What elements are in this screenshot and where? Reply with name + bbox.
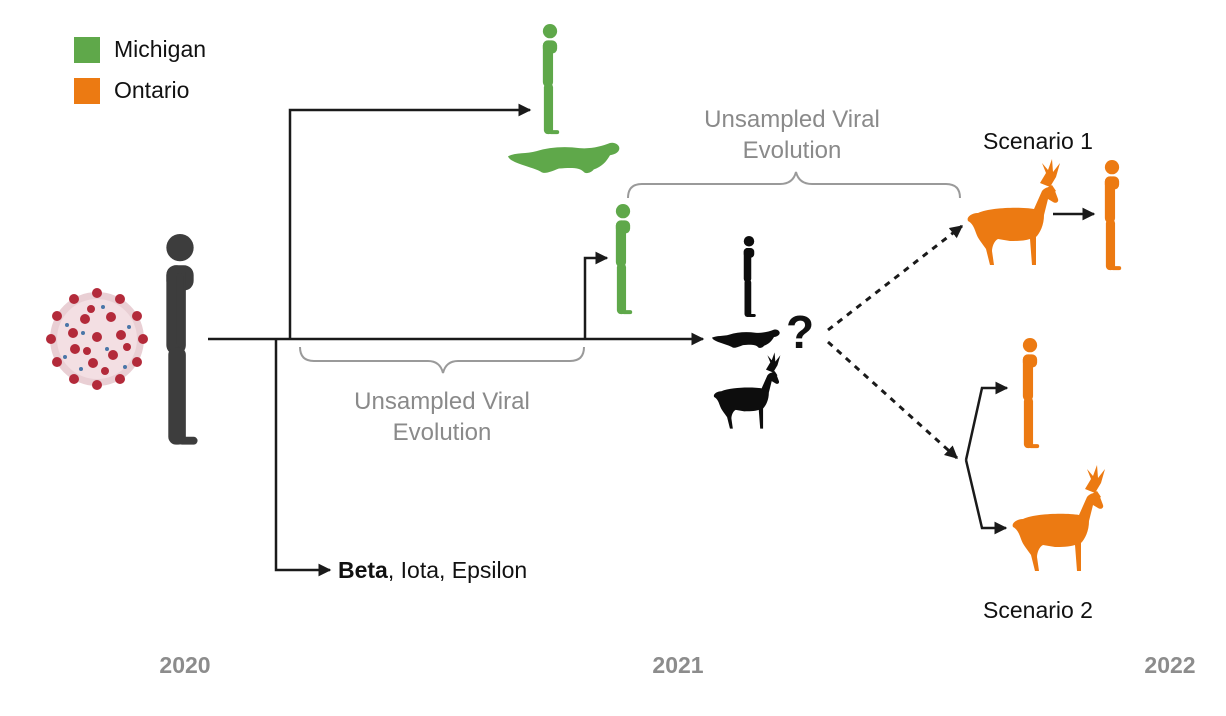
mink-icon — [712, 329, 780, 348]
legend-ontario: Ontario — [74, 77, 189, 104]
dashed-arrow-scenario-2 — [826, 340, 959, 460]
coronavirus-icon — [46, 288, 148, 390]
legend-swatch-michigan — [74, 36, 100, 63]
legend-michigan: Michigan — [74, 36, 206, 63]
bracket-bottom — [299, 346, 585, 374]
split-deer-arrow — [964, 459, 1008, 535]
variant-others: , Iota, Epsilon — [387, 557, 528, 583]
legend-swatch-ontario — [74, 77, 100, 104]
dashed-arrow-scenario-1 — [827, 224, 964, 332]
deer-icon — [967, 159, 1060, 265]
scenario-1-label: Scenario 1 — [983, 128, 1093, 154]
human-icon — [542, 24, 560, 135]
deer-icon — [1012, 465, 1105, 571]
year-2021: 2021 — [652, 652, 704, 678]
legend-label-ontario: Ontario — [114, 77, 190, 103]
question-mark: ? — [785, 306, 815, 358]
legend-label-michigan: Michigan — [114, 36, 207, 62]
branch-michigan-early-arrow — [288, 103, 532, 339]
human-icon — [1022, 338, 1040, 449]
human-icon — [166, 234, 198, 445]
year-2022: 2022 — [1144, 652, 1196, 678]
deer-icon — [713, 352, 781, 429]
unsampled-top-line-1: Unsampled Viral — [704, 106, 880, 133]
unsampled-label-bottom: Unsampled Viral Evolution — [322, 386, 562, 448]
variants-label: Beta, Iota, Epsilon — [338, 557, 527, 584]
unsampled-label-top: Unsampled Viral Evolution — [672, 104, 912, 166]
mink-icon — [508, 142, 620, 174]
bracket-top — [627, 171, 961, 199]
unsampled-top-line-2: Evolution — [742, 137, 842, 164]
variant-beta: Beta — [338, 557, 388, 583]
human-icon — [743, 236, 756, 317]
unsampled-bottom-line-2: Evolution — [392, 419, 492, 446]
branch-variants-arrow — [274, 339, 332, 577]
branch-michigan-late-arrow — [583, 251, 609, 339]
scenario-2-label: Scenario 2 — [983, 597, 1093, 623]
split-human-arrow — [964, 381, 1009, 461]
human-icon — [615, 204, 633, 315]
human-icon — [1104, 160, 1122, 271]
unsampled-bottom-line-1: Unsampled Viral — [354, 388, 530, 415]
year-2020: 2020 — [159, 652, 211, 678]
